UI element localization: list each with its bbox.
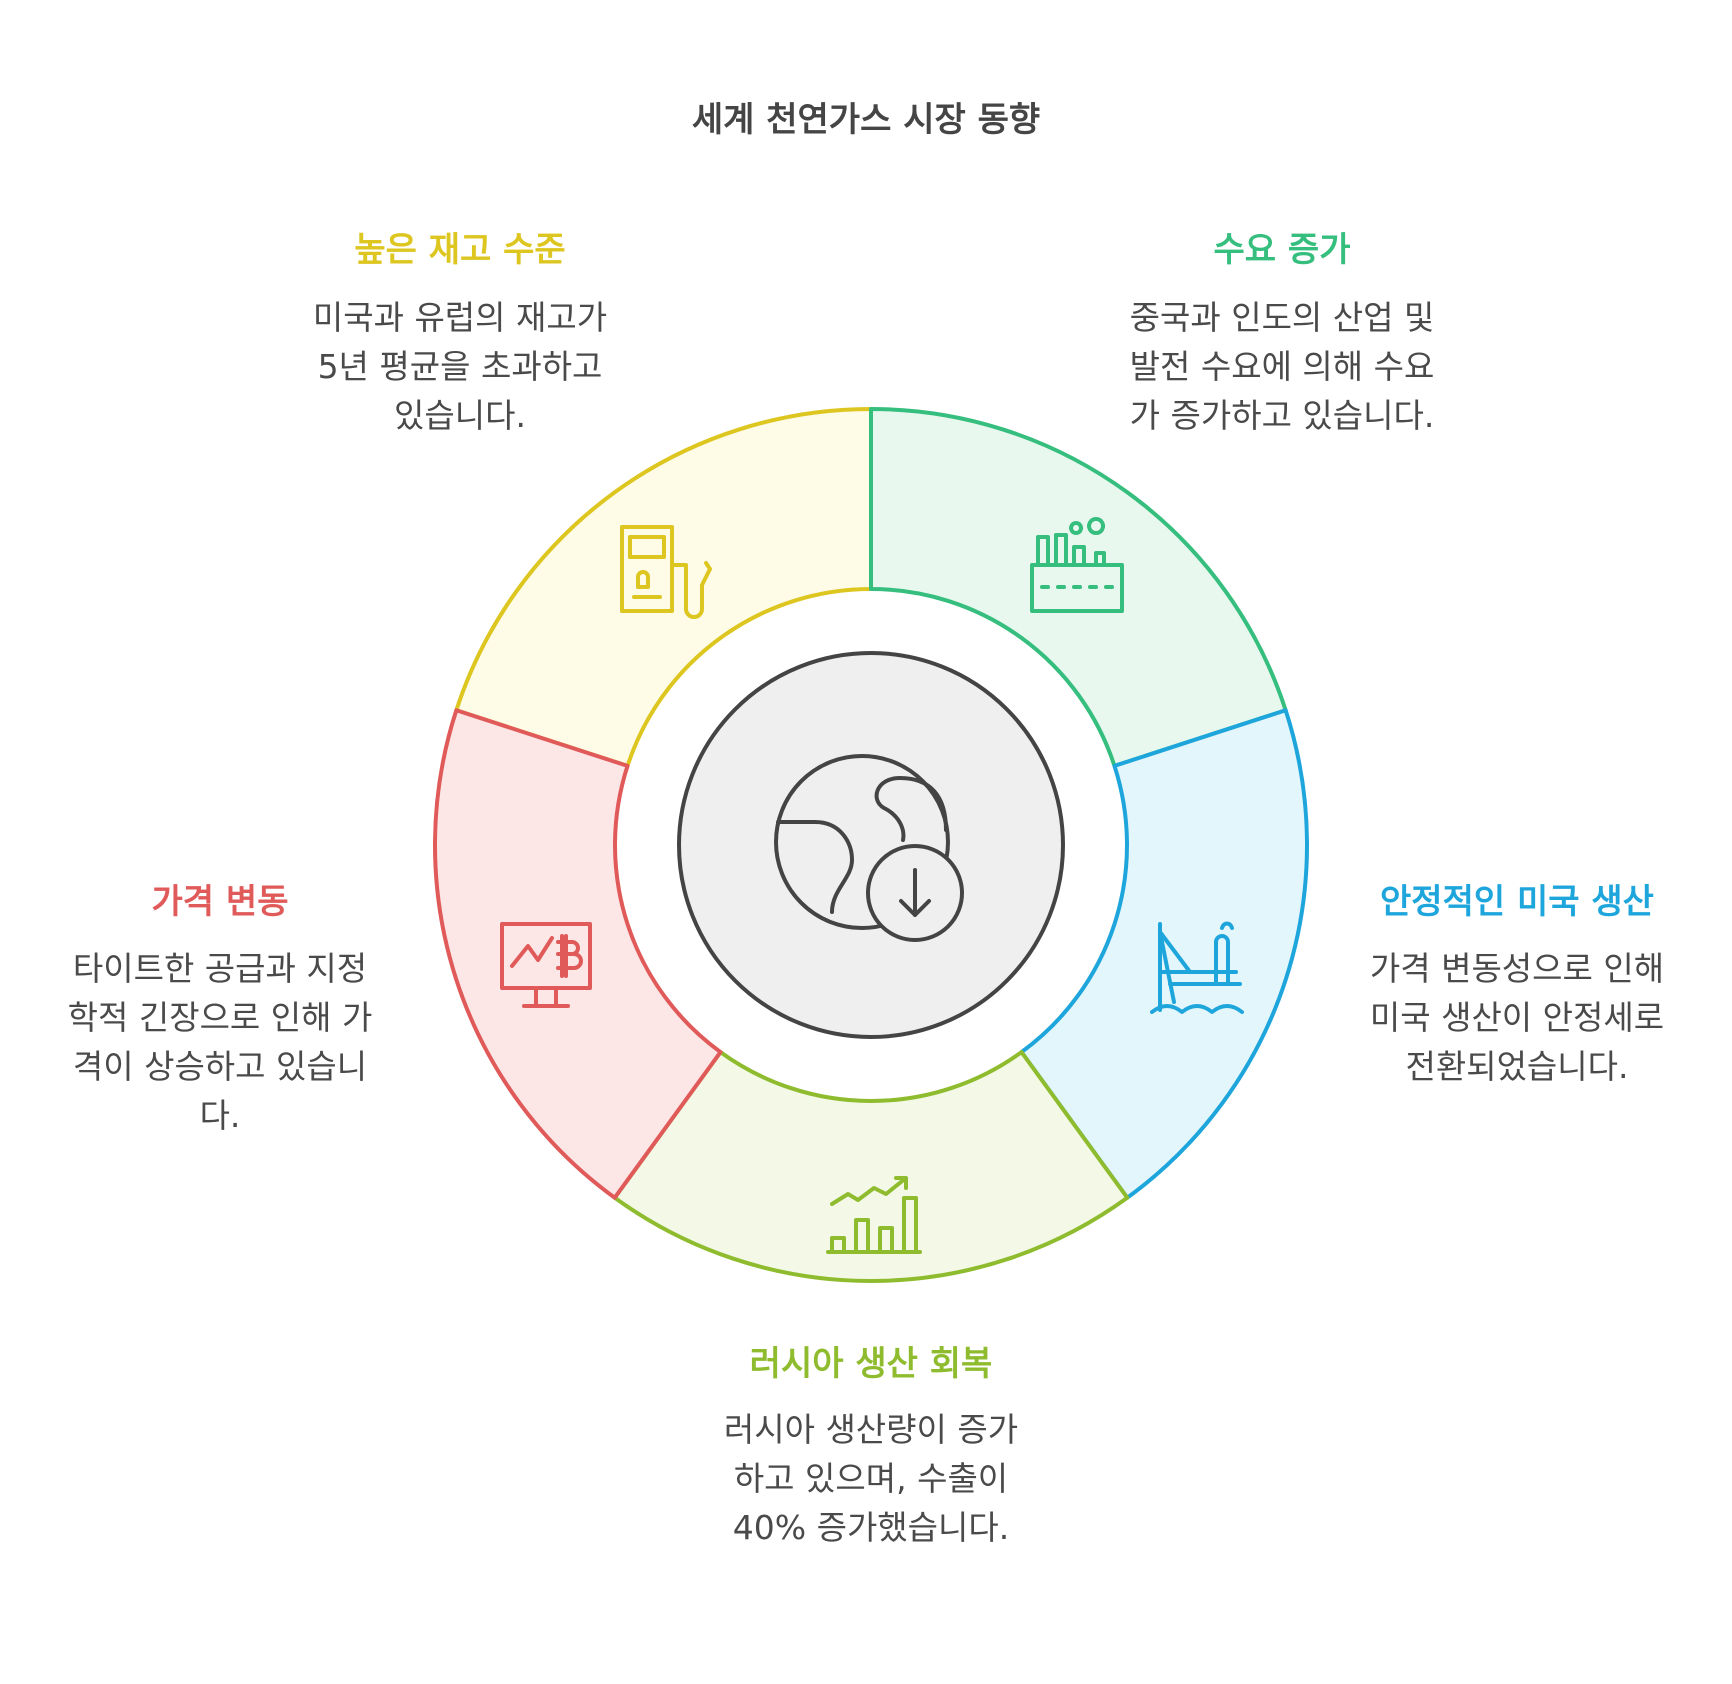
segment-title-us-production: 안정적인 미국 생산 (1380, 882, 1654, 922)
globe-download-icon (774, 754, 964, 942)
segment-title-demand-increase: 수요 증가 (1213, 230, 1351, 270)
ring-segment-high-inventory (454, 407, 873, 768)
ring-segment-russia-recovery (612, 1050, 1130, 1283)
segment-desc-russia-recovery: 러시아 생산량이 증가하고 있으며, 수출이 40% 증가했습니다. (723, 1410, 1019, 1547)
factory-icon (1030, 517, 1124, 613)
segment-desc-high-inventory: 미국과 유럽의 재고가 5년 평균을 초과하고 있습니다. (312, 298, 608, 435)
gas-pump-icon (620, 525, 712, 619)
segment-desc-us-production: 가격 변동성으로 인해 미국 생산이 안정세로 전환되었습니다. (1369, 949, 1665, 1086)
center-circle (677, 651, 1065, 1039)
segment-title-russia-recovery: 러시아 생산 회복 (749, 1344, 993, 1384)
segment-title-price-volatility: 가격 변동 (151, 882, 289, 922)
segment-title-high-inventory: 높은 재고 수준 (354, 230, 566, 270)
segment-desc-demand-increase: 중국과 인도의 산업 및 발전 수요에 의해 수요가 증가하고 있습니다. (1129, 298, 1435, 435)
page-title: 세계 천연가스 시장 동향 (691, 100, 1041, 140)
offshore-platform-icon (1150, 921, 1244, 1014)
bitcoin-monitor-icon (500, 922, 592, 1008)
bar-chart-growth-icon (826, 1176, 922, 1254)
segment-desc-price-volatility: 타이트한 공급과 지정학적 긴장으로 인해 가격이 상승하고 있습니다. (67, 949, 373, 1135)
